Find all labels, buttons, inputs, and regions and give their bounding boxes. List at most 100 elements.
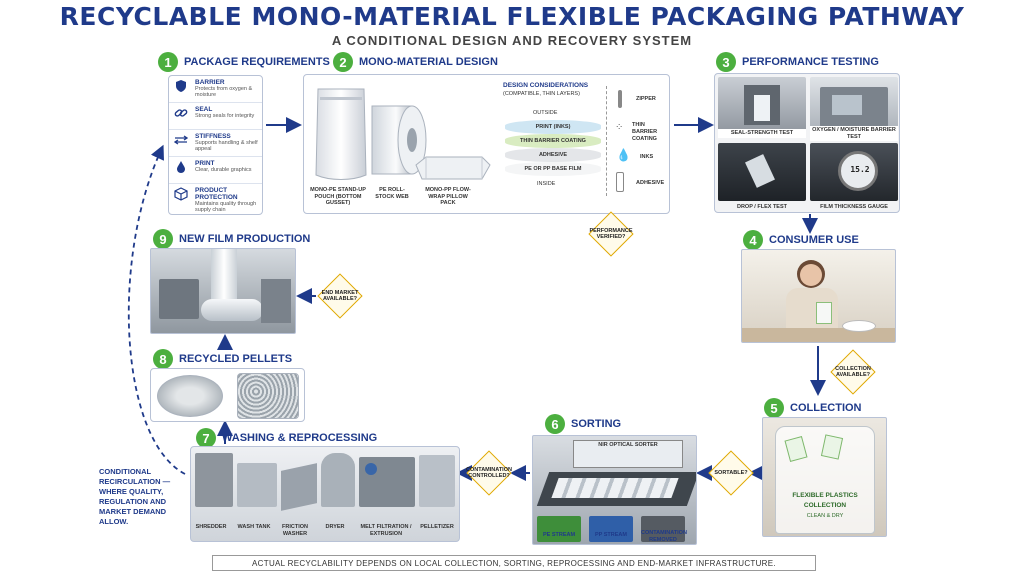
page-subtitle: A CONDITIONAL DESIGN AND RECOVERY SYSTEM: [331, 33, 693, 48]
wash-step-pelletizer: PELLETIZER: [420, 524, 454, 530]
gauge-reading: 15.2: [850, 165, 870, 174]
stand-up-pouch-image: [315, 88, 367, 180]
consumer-use-image: [741, 249, 896, 343]
step-5-header: 5 COLLECTION: [764, 398, 862, 418]
step-7-header: 7 WASHING & REPROCESSING: [196, 428, 377, 448]
step-7-number: 7: [196, 428, 216, 448]
decision-collection: COLLECTION AVAILABLE?: [830, 349, 876, 395]
bin-pp-label: PP STREAM: [595, 532, 627, 538]
drop-test-image: [718, 143, 806, 201]
box-icon: [173, 187, 189, 203]
test-caption-drop: DROP / FLEX TEST: [736, 204, 787, 210]
barrier-test-image: [810, 77, 898, 135]
step-1-header: 1 PACKAGE REQUIREMENTS: [158, 52, 330, 72]
considerations-subtitle: (COMPATIBLE, THIN LAYERS): [503, 91, 580, 97]
bin-pe: [537, 516, 581, 542]
wash-step-friction-washer: FRICTION WASHER: [282, 524, 308, 537]
step-2-title: MONO-MATERIAL DESIGN: [359, 56, 498, 68]
component-adhesive: ADHESIVE: [636, 180, 665, 186]
step-3-number: 3: [716, 52, 736, 72]
step-5-number: 5: [764, 398, 784, 418]
step-6-number: 6: [545, 414, 565, 434]
layer-inside-label: INSIDE: [537, 181, 556, 187]
bin-pp: [589, 516, 633, 542]
component-zipper: ZIPPER: [636, 96, 656, 102]
step-8-number: 8: [153, 349, 173, 369]
collection-bag-line2: COLLECTION: [803, 502, 847, 509]
seal-test-image: [718, 77, 806, 135]
layer-outside-label: OUTSIDE: [533, 110, 558, 116]
step-2-number: 2: [333, 52, 353, 72]
step-8-header: 8 RECYCLED PELLETS: [153, 349, 292, 369]
bin-pe-label: PE STREAM: [542, 532, 576, 538]
pellet-bowl-image: [157, 375, 223, 417]
flow-wrap-image: [415, 156, 491, 180]
bin-contamination: [641, 516, 685, 542]
step-8-title: RECYCLED PELLETS: [179, 353, 293, 365]
roll-caption: PE ROLL-STOCK WEB: [375, 187, 409, 200]
thickness-gauge-image: 15.2: [810, 143, 898, 201]
test-caption-seal: SEAL-STRENGTH TEST: [718, 129, 806, 138]
collection-bag-line1: FLEXIBLE PLASTICS: [792, 492, 858, 499]
step-6-header: 6 SORTING: [545, 414, 621, 434]
pellet-bag-image: [237, 373, 299, 419]
decision-sortable: SORTABLE?: [708, 450, 754, 496]
test-caption-thickness: FILM THICKNESS GAUGE: [820, 204, 888, 210]
footer-note: ACTUAL RECYCLABILITY DEPENDS ON LOCAL CO…: [212, 555, 816, 571]
layer-base-film: PE OR PP BASE FILM: [505, 162, 601, 176]
bin-contamination-label: CONTAMINATION REMOVED: [641, 530, 687, 543]
arrows-horizontal-icon: [173, 133, 189, 149]
step-6-title: SORTING: [571, 418, 622, 430]
layer-print: PRINT (INKS): [505, 120, 601, 134]
design-panel: MONO-PE STAND-UP POUCH (BOTTOM GUSSET) P…: [303, 74, 670, 214]
wash-step-shredder: SHREDDER: [195, 524, 227, 530]
testing-panel: SEAL-STRENGTH TEST OXYGEN / MOISTURE BAR…: [714, 73, 900, 213]
step-2-header: 2 MONO-MATERIAL DESIGN: [333, 52, 498, 72]
wash-step-extrusion: MELT FILTRATION / EXTRUSION: [360, 524, 412, 537]
washing-panel: [190, 446, 460, 542]
layer-barrier: THIN BARRIER COATING: [505, 134, 601, 148]
flow-wrap-caption: MONO-PP FLOW-WRAP PILLOW PACK: [425, 187, 471, 206]
step-4-title: CONSUMER USE: [769, 234, 859, 246]
step-1-title: PACKAGE REQUIREMENTS: [184, 56, 330, 68]
recirculation-note: CONDITIONAL RECIRCULATION — WHERE QUALIT…: [99, 467, 171, 526]
layer-adhesive: ADHESIVE: [505, 148, 601, 162]
coating-dots-icon: ⁘: [615, 122, 624, 133]
component-inks: INKS: [640, 154, 654, 160]
ink-drop-icon: [173, 160, 189, 176]
adhesive-bottle-icon: [616, 172, 624, 192]
collection-bag-line3: CLEAN & DRY: [806, 513, 844, 519]
page-title: RECYCLABLE MONO-MATERIAL FLEXIBLE PACKAG…: [59, 2, 965, 31]
sorter-label: NIR OPTICAL SORTER: [598, 442, 658, 448]
step-9-title: NEW FILM PRODUCTION: [179, 233, 311, 245]
roll-stock-image: [371, 105, 427, 175]
step-4-header: 4 CONSUMER USE: [743, 230, 859, 250]
decision-end-market: END MARKET AVAILABLE?: [317, 273, 363, 319]
link-icon: [173, 106, 189, 122]
ink-drop-icon-2: 💧: [616, 148, 631, 162]
film-production-image: [150, 248, 296, 334]
step-7-title: WASHING & REPROCESSING: [222, 432, 378, 444]
decision-contamination: CONTAMINATION CONTROLLED?: [466, 450, 512, 496]
step-4-number: 4: [743, 230, 763, 250]
step-9-header: 9 NEW FILM PRODUCTION: [153, 229, 310, 249]
step-3-header: 3 PERFORMANCE TESTING: [716, 52, 879, 72]
decision-performance: PERFORMANCE VERIFIED?: [588, 211, 634, 257]
step-1-number: 1: [158, 52, 178, 72]
zipper-icon: [618, 90, 622, 108]
pouch-caption: MONO-PE STAND-UP POUCH (BOTTOM GUSSET): [310, 187, 366, 206]
step-5-title: COLLECTION: [790, 402, 862, 414]
component-coating: THIN BARRIER COATING: [632, 122, 658, 142]
component-divider: [606, 86, 607, 196]
recirculation-arrow: [127, 144, 186, 475]
wash-step-wash-tank: WASH TANK: [237, 524, 271, 530]
pellets-panel: [150, 368, 305, 422]
step-9-number: 9: [153, 229, 173, 249]
shield-icon: [173, 79, 189, 95]
